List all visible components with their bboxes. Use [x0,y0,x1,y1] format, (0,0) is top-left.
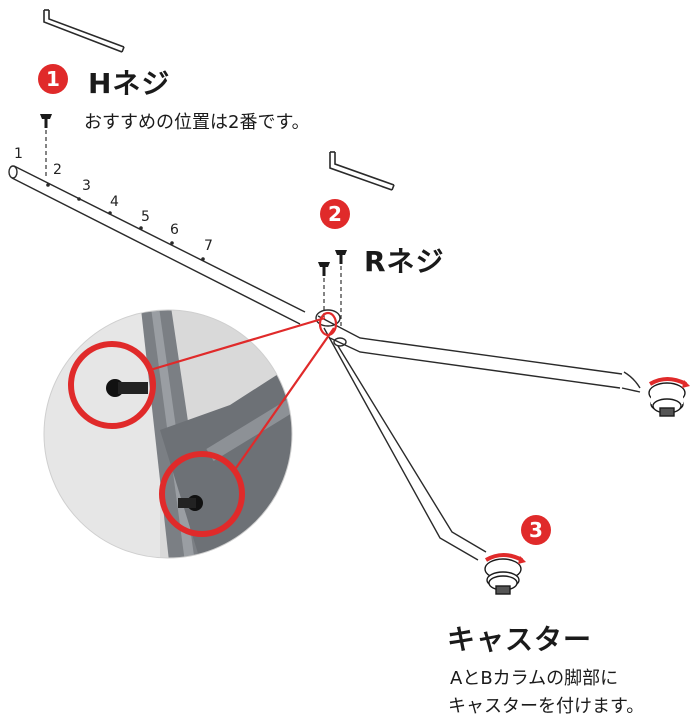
step-badge: 2 [320,199,350,229]
step-badge: 3 [521,515,551,545]
step-description: キャスターを付けます。 [448,696,645,717]
caster-wheel-icon [484,553,526,595]
position-label: 2 [53,162,62,178]
step-description: AとBカラムの脚部に [450,668,619,689]
position-label: 3 [82,178,91,194]
hex-key-icon [329,151,395,191]
position-label: 1 [14,146,23,162]
step-title: Rネジ [364,245,445,278]
position-label: 6 [170,222,179,238]
detail-photo [44,310,292,558]
callout-lines [149,311,338,469]
step-description: おすすめの位置は2番です。 [84,112,310,133]
screw-icon [40,114,52,178]
step-title: Hネジ [88,67,171,100]
hex-key-icon [43,9,125,53]
screw-icon [318,250,347,328]
callout-circles [68,341,245,537]
step-title: キャスター [447,623,593,656]
position-label: 4 [110,194,119,210]
position-label: 5 [141,209,150,225]
frame-tube [8,165,641,561]
position-label: 7 [204,238,213,254]
step-badge: 1 [38,64,68,94]
caster-wheel-icon [648,377,690,417]
position-holes [46,183,205,261]
